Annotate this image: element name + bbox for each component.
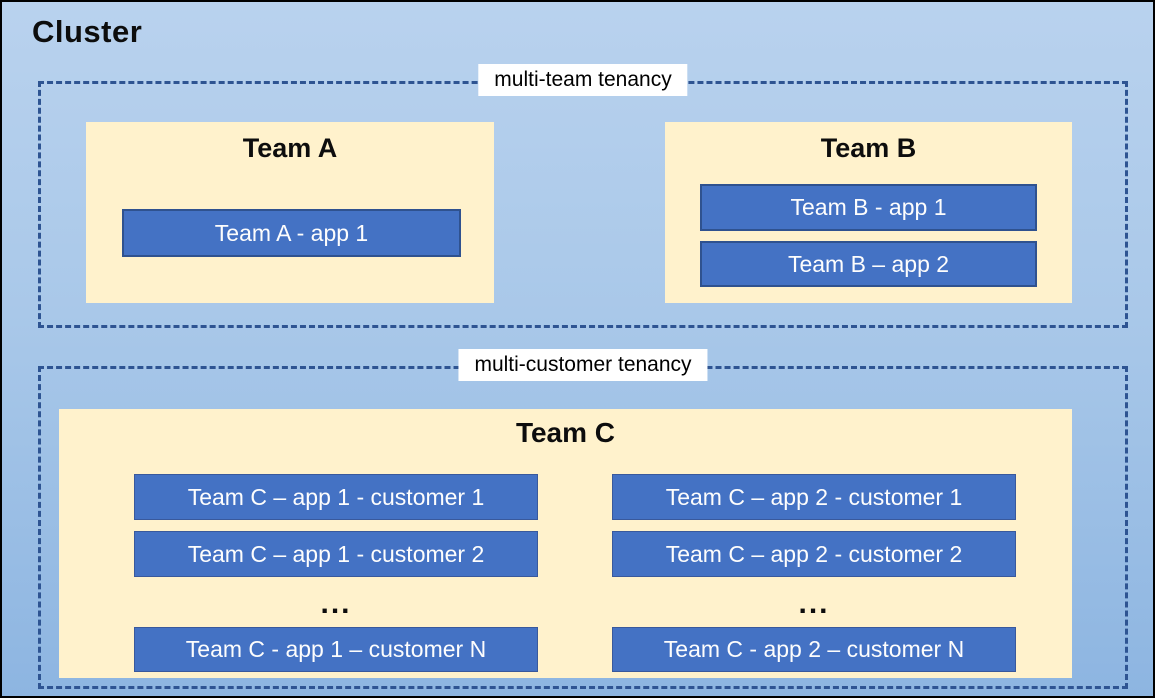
team-c-app-2-customer-1-box: Team C – app 2 - customer 1 [612,474,1016,520]
team-c-app-1-ellipsis: ... [320,587,352,620]
multi-customer-tenancy-group: multi-customer tenancy Team C Team C – a… [38,349,1128,689]
team-c-title: Team C [515,417,616,448]
team-c-app-2-customer-n-box: Team C - app 2 – customer N [612,627,1016,672]
team-b-app-2-box: Team B – app 2 [700,241,1037,287]
team-c-app-2-ellipsis: ... [798,587,830,620]
team-a-app-1-box: Team A - app 1 [122,209,461,257]
multi-customer-tenancy-label: multi-customer tenancy [458,349,708,381]
team-c-box: Team C Team C – app 1 - customer 1 Team … [59,409,1072,678]
team-b-title: Team B [820,133,917,163]
cluster-title: Cluster [32,14,143,49]
team-c-app-1-customer-1-box: Team C – app 1 - customer 1 [134,474,538,520]
multi-team-tenancy-group: multi-team tenancy Team A Team A - app 1… [38,64,1128,328]
team-c-app-1-column: Team C – app 1 - customer 1 Team C – app… [134,474,538,672]
team-c-app-1-customer-2-box: Team C – app 1 - customer 2 [134,531,538,577]
team-a-box: Team A Team A - app 1 [86,122,494,303]
team-c-app-1-customer-n-box: Team C - app 1 – customer N [134,627,538,672]
team-c-app-2-column: Team C – app 2 - customer 1 Team C – app… [612,474,1016,672]
team-b-app-1-box: Team B - app 1 [700,184,1037,231]
team-b-box: Team B Team B - app 1 Team B – app 2 [665,122,1072,303]
team-c-app-2-customer-2-box: Team C – app 2 - customer 2 [612,531,1016,577]
multi-team-tenancy-label: multi-team tenancy [478,64,688,96]
team-a-title: Team A [242,133,338,163]
